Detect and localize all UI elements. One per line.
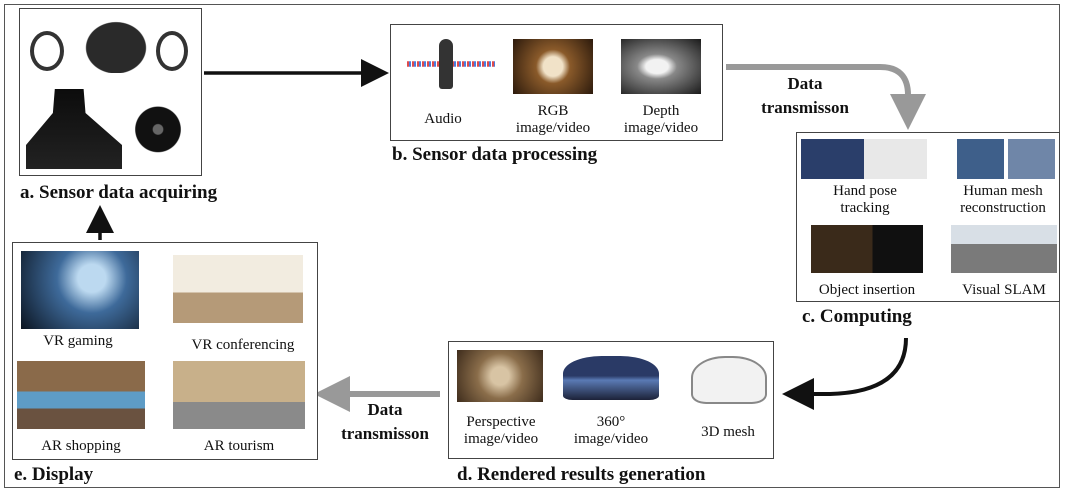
sensor-station-image (26, 89, 122, 169)
label-ar-tourism: AR tourism (203, 438, 275, 454)
arrow-b-to-c (726, 64, 926, 130)
perspective-image (457, 350, 543, 402)
label-hand-pose: Hand pose tracking (833, 183, 897, 216)
ar-tourism-image (173, 361, 305, 429)
box-computing: Hand pose tracking Human mesh reconstruc… (796, 132, 1060, 302)
box-sensor-acquiring (19, 8, 202, 176)
data-transmission-top: Data transmisson (761, 74, 849, 117)
label-visual-slam: Visual SLAM (962, 282, 1046, 298)
label-vr-conferencing: VR conferencing (191, 337, 295, 353)
label-depth: Depth image/video (623, 103, 699, 136)
object-insertion-image (811, 225, 923, 273)
hand-pose-image (801, 139, 927, 179)
panorama-image (563, 356, 659, 400)
vr-conferencing-image (173, 255, 303, 323)
title-c: c. Computing (802, 306, 912, 327)
title-e: e. Display (14, 464, 94, 485)
title-b: b. Sensor data processing (392, 144, 598, 165)
vr-headset-image (80, 17, 152, 73)
rgb-image (513, 39, 593, 94)
car-mesh-image (691, 356, 767, 404)
label-perspective: Perspective image/video (463, 414, 539, 447)
label-audio: Audio (424, 111, 462, 127)
arrow-c-to-d (782, 337, 908, 410)
box-rendered-results: Perspective image/video 360° image/video… (448, 341, 774, 459)
ar-shopping-image (17, 361, 145, 429)
label-vr-gaming: VR gaming (43, 333, 113, 349)
label-object-insertion: Object insertion (818, 282, 916, 298)
box-display: VR gaming VR conferencing AR shopping AR… (12, 242, 318, 460)
label-ar-shopping: AR shopping (41, 438, 121, 454)
label-3d-mesh: 3D mesh (701, 424, 755, 440)
microphone-image (439, 39, 453, 89)
box-sensor-processing: Audio RGB image/video Depth image/video (390, 24, 723, 141)
title-a: a. Sensor data acquiring (20, 182, 218, 203)
label-human-mesh: Human mesh reconstruction (960, 183, 1046, 216)
visual-slam-image (951, 225, 1057, 273)
depth-camera-image (130, 103, 186, 169)
human-mesh-image (957, 139, 1055, 179)
label-360: 360° image/video (573, 414, 649, 447)
depth-image (621, 39, 701, 94)
title-d: d. Rendered results generation (457, 464, 706, 485)
left-controller-image (30, 31, 64, 71)
right-controller-image (156, 31, 188, 71)
data-transmission-bottom: Data transmisson (341, 400, 429, 443)
vr-gaming-image (21, 251, 139, 329)
label-rgb: RGB image/video (515, 103, 591, 136)
